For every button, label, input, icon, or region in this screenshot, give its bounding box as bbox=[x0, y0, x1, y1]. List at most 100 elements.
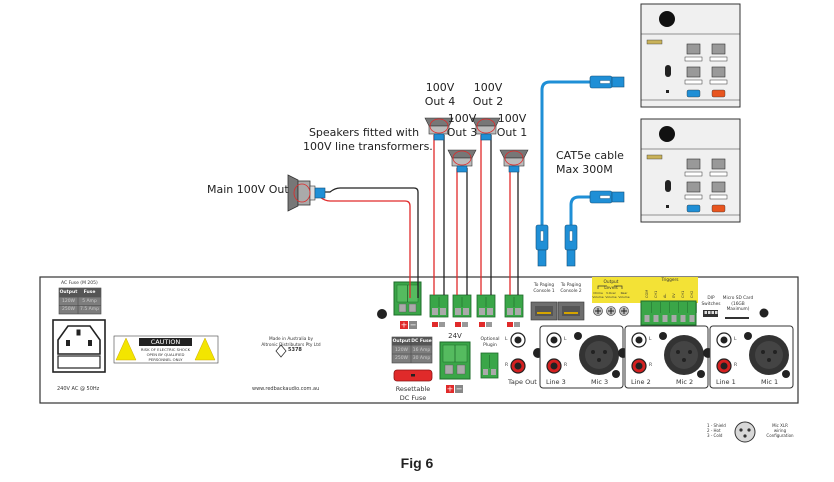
zone-button-1[interactable] bbox=[684, 43, 703, 62]
xlr-pin1: 1 - Shield bbox=[707, 423, 726, 428]
optional-plugin-label: Optional Plugin bbox=[475, 337, 505, 348]
out4-label: 100V Out 4 bbox=[420, 81, 460, 109]
dip-switches[interactable] bbox=[703, 310, 718, 317]
website-label: www.redbackaudio.com.au bbox=[252, 386, 320, 392]
speaker-icon bbox=[447, 149, 477, 173]
triggers-terminal[interactable] bbox=[640, 300, 697, 326]
triggers-title: Triggers bbox=[661, 278, 679, 283]
zone-output-terminal[interactable] bbox=[452, 294, 472, 318]
xlr-cfg-line3: Configuration bbox=[766, 433, 794, 438]
dip-line2: Switches bbox=[701, 301, 721, 307]
cat5e-note: CAT5e cable Max 300M bbox=[556, 149, 624, 177]
zone-button-4[interactable] bbox=[709, 181, 728, 200]
caution-label bbox=[113, 335, 219, 364]
xlr-pinout: 1 - Shield 2 - Hot 3 - Cold bbox=[707, 423, 726, 438]
ac-fuse-table bbox=[58, 287, 102, 315]
volume-knob[interactable] bbox=[593, 306, 603, 316]
zone-output-terminal[interactable] bbox=[504, 294, 524, 318]
iec-power-socket[interactable] bbox=[52, 319, 106, 373]
ac-fuse-header-output: Output bbox=[59, 290, 78, 295]
caution-line2: OPEN BY QUALIFIED bbox=[146, 351, 185, 357]
input-group-1 bbox=[709, 325, 794, 389]
paging-console-1 bbox=[640, 3, 741, 108]
sd-card-label: Micro SD Card (16GB Maximum) bbox=[720, 296, 756, 313]
zone-button-4[interactable] bbox=[709, 66, 728, 85]
ac-fuse-cell: 7.5 Amp bbox=[80, 307, 99, 312]
zone-output-terminal[interactable] bbox=[476, 294, 496, 318]
tape-out-r-label: R bbox=[505, 363, 509, 368]
yellow-panel-area bbox=[592, 277, 698, 303]
zone-button-2[interactable] bbox=[709, 158, 728, 177]
dc-fuse-cell: 16 Amp bbox=[412, 347, 431, 353]
power-rating-label: 240V AC @ 50Hz bbox=[57, 386, 100, 392]
xlr-wiring-diagram bbox=[734, 421, 756, 443]
channel-label: L bbox=[734, 337, 737, 342]
channel-label: R bbox=[564, 363, 568, 368]
input-group-2 bbox=[624, 325, 713, 389]
rear-volume-label: Rear Volume bbox=[618, 291, 630, 299]
sd-line3: Maximum) bbox=[726, 307, 750, 312]
out1-line1: 100V bbox=[497, 112, 527, 125]
speaker-wiring bbox=[318, 135, 519, 298]
optional-plugin-terminal[interactable] bbox=[480, 352, 499, 379]
page-button[interactable] bbox=[686, 204, 701, 213]
dc-fuse-table bbox=[391, 336, 433, 364]
tape-out-l-jack[interactable] bbox=[510, 332, 526, 348]
dip-line1: DIP bbox=[707, 296, 715, 301]
figure-caption: Fig 6 bbox=[400, 455, 434, 471]
zone-button-3[interactable] bbox=[684, 181, 703, 200]
optional-line2: Plugin bbox=[483, 342, 497, 348]
volume-knob[interactable] bbox=[606, 306, 616, 316]
xlr-pin3: 3 - Cold bbox=[707, 433, 723, 438]
vover-volume-label: V.Over Volume bbox=[605, 291, 617, 299]
sd-card-slot[interactable] bbox=[725, 317, 749, 319]
trigger-label: CH1 bbox=[654, 290, 658, 298]
output-levels-label: Output Levels bbox=[600, 280, 622, 291]
dc-fuse-cell: 30 Amp bbox=[412, 356, 431, 361]
speakers-note-line2: 100V line transformers. bbox=[303, 140, 433, 153]
sd-line1: Micro SD Card bbox=[722, 296, 754, 301]
sd-line2: (16GB bbox=[731, 301, 745, 307]
paging1-line2: Console 1 bbox=[533, 288, 555, 294]
svg-text:−: − bbox=[410, 321, 417, 330]
line-input-label: Line 1 bbox=[716, 378, 736, 386]
speaker-icon bbox=[471, 117, 501, 141]
xlr-cfg-line1: Mic XLR bbox=[772, 423, 788, 428]
channel-label: R bbox=[649, 363, 653, 368]
speaker-icon bbox=[499, 149, 529, 173]
zone-button-1[interactable] bbox=[684, 158, 703, 177]
paging-console-1-port[interactable] bbox=[530, 301, 558, 321]
paging-console-2-port[interactable] bbox=[557, 301, 585, 321]
approval-number: 5378 bbox=[288, 347, 302, 353]
mic-input-label: Mic 1 bbox=[761, 378, 779, 386]
24v-polarity-marks: + − bbox=[446, 385, 463, 394]
svg-text:−: − bbox=[456, 385, 463, 394]
out1-line2: Out 1 bbox=[496, 126, 528, 139]
polarity-marks bbox=[507, 322, 520, 327]
zone-button-3[interactable] bbox=[684, 66, 703, 85]
zone-output-terminal[interactable] bbox=[429, 294, 449, 318]
ac-fuse-title: AC Fuse (M 205) bbox=[61, 281, 98, 286]
made-in-line2: Altronic Distributors Pty Ltd bbox=[261, 342, 321, 348]
volume-knob[interactable] bbox=[619, 306, 629, 316]
ac-fuse-cell: 120W bbox=[61, 298, 76, 304]
resettable-fuse-button[interactable] bbox=[393, 369, 433, 382]
dc-fuse-header-output: Output bbox=[392, 338, 411, 344]
zone-button-2[interactable] bbox=[709, 43, 728, 62]
page-button[interactable] bbox=[686, 89, 701, 98]
main-output-terminal[interactable] bbox=[393, 281, 422, 316]
screw-icon bbox=[759, 308, 769, 318]
24v-terminal[interactable] bbox=[439, 341, 471, 380]
ac-fuse-cell: 5 Amp bbox=[82, 298, 97, 304]
paging2-line2: Console 2 bbox=[560, 288, 582, 294]
cat5e-line2: Max 300M bbox=[556, 163, 613, 176]
trigger-label: CH1 bbox=[681, 290, 685, 298]
caution-text: RISK OF ELECTRIC SHOCK OPEN BY QUALIFIED… bbox=[139, 347, 192, 362]
channel-label: R bbox=[734, 363, 738, 368]
chime-button[interactable] bbox=[711, 89, 726, 98]
line-input-label: Line 2 bbox=[631, 378, 651, 386]
chime-button[interactable] bbox=[711, 204, 726, 213]
polarity-marks bbox=[432, 322, 445, 327]
tape-out-r-jack[interactable] bbox=[510, 358, 526, 374]
